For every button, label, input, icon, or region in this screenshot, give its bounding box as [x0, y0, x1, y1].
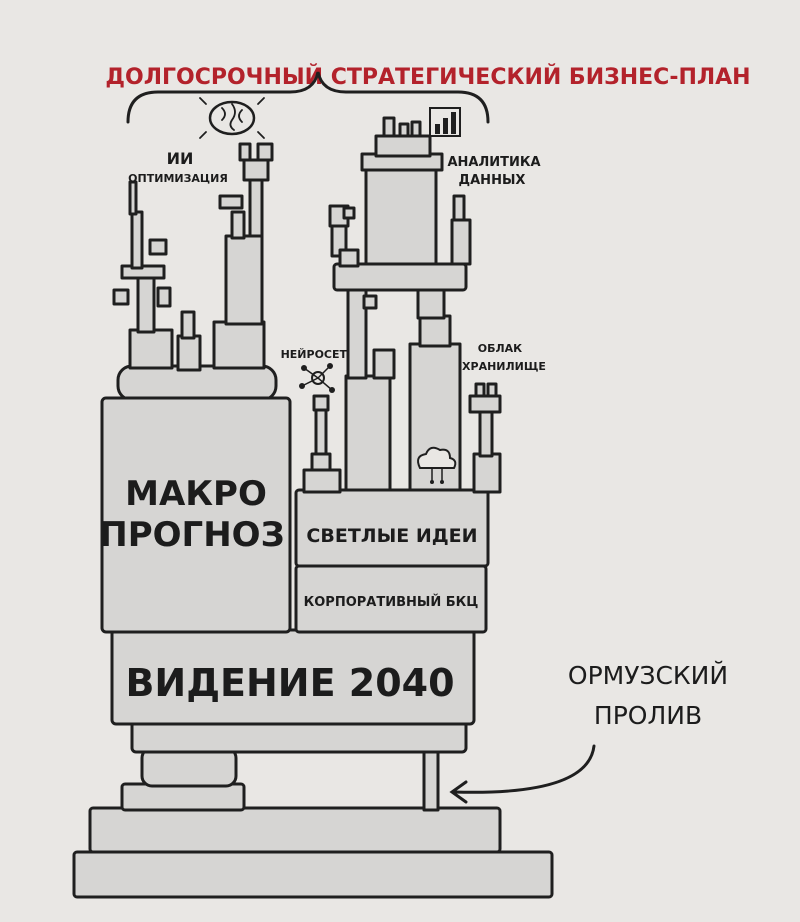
ai-tower-stem [130, 210, 144, 270]
neural-label: НЕЙРОСЕТЬ [281, 348, 356, 361]
analytics-label-line2: ДАННЫХ [459, 173, 526, 188]
analytics-top-block [374, 134, 432, 158]
ai-stack-1 [242, 158, 270, 182]
neural-tower-cap [312, 394, 330, 412]
ai-tower-base [128, 328, 174, 370]
ai-label-line1: ИИ [167, 149, 194, 168]
title-brace [126, 71, 490, 124]
vision-block [110, 628, 476, 726]
vision-label: ВИДЕНИЕ 2040 [125, 661, 454, 705]
hormuz-pillar [422, 750, 440, 812]
corporate-label: КОРПОРАТИВНЫЙ БКЦ [304, 594, 479, 610]
bar-chart-icon [429, 107, 461, 137]
ai-side-cube2 [156, 286, 172, 308]
macro-block [100, 396, 292, 634]
corporate-block [294, 564, 488, 634]
analytics-left-peg [338, 248, 360, 268]
analytics-label-line1: АНАЛИТИКА [447, 155, 540, 170]
base-slab-bottom [72, 850, 554, 899]
ai-mid-stem [180, 310, 196, 340]
cloud-tower-pin1 [474, 382, 486, 398]
base-step-rounded [140, 746, 238, 788]
ai-stack-2 [248, 178, 264, 238]
macro-label-line2: ПРОГНОЗ [99, 515, 284, 555]
mid-tall-col [344, 374, 392, 492]
ai-side-cube [112, 288, 130, 306]
neural-base-cube [302, 468, 342, 494]
ai-tower-spire [128, 180, 138, 216]
ai-big-cap [212, 320, 266, 370]
mid-tall-cap [372, 348, 396, 380]
cloud-label-line2: ХРАНИЛИЩЕ [462, 360, 546, 373]
ai-mid-block [176, 334, 202, 372]
cloud-tower-pin2 [486, 382, 498, 398]
brain-icon [199, 97, 265, 139]
analytics-main [364, 164, 438, 266]
analytics-pin-3 [410, 120, 422, 138]
cloud-tower-cap [468, 394, 502, 414]
analytics-pin-2 [398, 122, 410, 138]
mid-tall-neck [418, 314, 452, 348]
analytics-ledge [332, 262, 468, 292]
diagram-title: ДОЛГОСРОЧНЫЙ СТРАТЕГИЧЕСКИЙ БИЗНЕС-ПЛАН [105, 64, 750, 90]
bright-ideas-label: СВЕТЛЫЕ ИДЕИ [306, 525, 477, 547]
hormuz-arrow [452, 744, 596, 794]
cloud-icon [417, 446, 457, 484]
ai-tower-col [136, 274, 156, 334]
neural-tower-stem [314, 408, 328, 456]
mid-tall-collar [416, 286, 446, 320]
cloud-tower-stem [478, 410, 494, 458]
ai-big-col [224, 234, 264, 326]
hormuz-arrowhead [449, 780, 468, 804]
hormuz-label-line2: ПРОЛИВ [594, 701, 702, 730]
ai-col-top [230, 210, 246, 240]
cloud-tower-base [472, 452, 502, 494]
ai-stack-3 [238, 142, 252, 162]
vision-ledge [130, 720, 468, 754]
base-step-small [120, 782, 246, 812]
mid-tall-knob [362, 294, 378, 310]
base-slab-middle [88, 806, 502, 854]
analytics-pin-1 [382, 116, 396, 138]
analytics-right-col [450, 218, 472, 266]
ai-stack-4 [256, 142, 274, 162]
ai-tower-knob [148, 238, 168, 256]
cloud-label-line1: ОБЛАК [478, 342, 522, 355]
neural-network-icon [299, 363, 335, 393]
mid-left-pin [342, 206, 356, 220]
macro-label-line1: МАКРО [125, 474, 267, 514]
ai-label-line2: ОПТИМИЗАЦИЯ [128, 172, 228, 185]
ai-col-pin [218, 194, 244, 210]
hormuz-label-line1: ОРМУЗСКИЙ [568, 661, 728, 690]
analytics-right-pin [452, 194, 466, 222]
